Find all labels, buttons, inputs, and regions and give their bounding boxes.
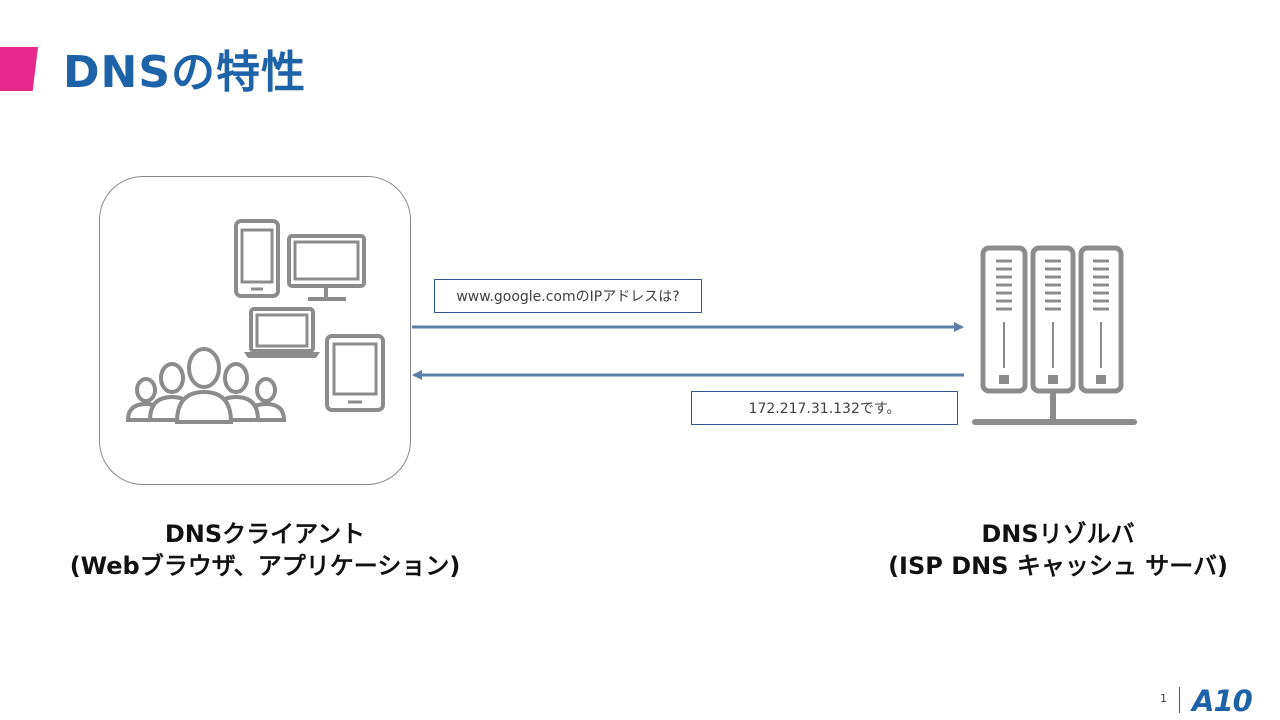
title-accent-bar [0,47,38,91]
client-caption-line2: (Webブラウザ、アプリケーション) [69,552,461,580]
tablet-icon [325,334,385,412]
page-title: DNSの特性 [63,47,307,98]
client-caption-line1: DNSクライアント [164,520,366,548]
monitor-icon [287,234,366,301]
page-number: 1 [1160,692,1167,705]
query-message-text: www.google.comのIPアドレスは? [456,289,680,305]
response-message-text: 172.217.31.132です。 [748,401,901,417]
resolver-caption-line1: DNSリゾルバ [981,520,1135,548]
users-group-icon [125,347,287,424]
server-rack-icon [972,245,1137,425]
client-box [99,176,411,485]
query-message-box: www.google.comのIPアドレスは? [434,279,702,313]
client-caption: DNSクライアント (Webブラウザ、アプリケーション) [40,518,490,582]
response-message-box: 172.217.31.132です。 [691,391,958,425]
resolver-caption-line2: (ISP DNS キャッシュ サーバ) [888,552,1228,580]
footer-divider [1179,687,1180,713]
laptop-icon [244,307,320,358]
resolver-caption: DNSリゾルバ (ISP DNS キャッシュ サーバ) [850,518,1266,582]
smartphone-icon [234,219,280,298]
a10-logo: A10 [1192,684,1253,718]
